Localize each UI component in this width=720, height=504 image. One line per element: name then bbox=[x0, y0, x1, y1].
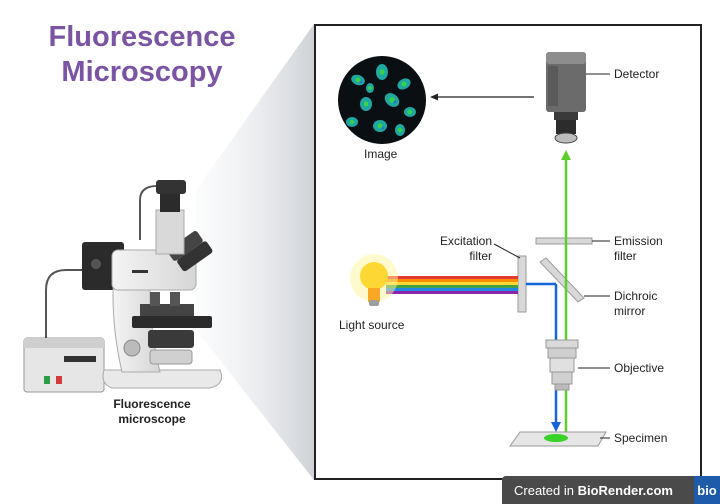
fluorescence-microscope-illustration bbox=[23, 180, 223, 393]
biorender-badge-text: Created in BioRender.com bbox=[502, 483, 694, 498]
biorender-logo-icon: bio bbox=[694, 476, 720, 504]
dichroic-mirror-label-line-2: mirror bbox=[614, 304, 646, 318]
microscope-caption-line-1: Fluorescence bbox=[113, 397, 191, 411]
excitation-filter-label-line-1: Excitation bbox=[439, 234, 492, 248]
badge-brand: BioRender.com bbox=[577, 482, 673, 498]
excitation-filter-label: Excitation filter bbox=[420, 234, 492, 264]
page-title: Fluorescence Microscopy bbox=[12, 20, 272, 90]
excitation-filter bbox=[517, 255, 527, 313]
emission-filter-label-line-1: Emission bbox=[614, 234, 663, 248]
emission-filter-label: Emission filter bbox=[614, 234, 663, 264]
emission-beam bbox=[561, 150, 571, 438]
dichroic-mirror bbox=[539, 257, 585, 303]
emission-filter bbox=[535, 237, 593, 245]
objective-label: Objective bbox=[614, 361, 665, 375]
specimen-slide bbox=[509, 431, 607, 447]
biorender-badge[interactable]: Created in BioRender.com bio bbox=[502, 476, 720, 504]
detector-label: Detector bbox=[614, 67, 660, 81]
light-source-label: Light source bbox=[339, 318, 405, 332]
fluorescence-image bbox=[338, 56, 426, 144]
emission-filter-label-line-2: filter bbox=[614, 249, 637, 263]
image-label: Image bbox=[364, 147, 398, 161]
objective-lens bbox=[545, 339, 579, 391]
title-line-1: Fluorescence bbox=[48, 21, 236, 53]
white-light-beam bbox=[386, 276, 518, 294]
excitation-filter-label-line-2: filter bbox=[469, 249, 492, 263]
title-line-2: Microscopy bbox=[61, 56, 223, 88]
microscope-caption: Fluorescence microscope bbox=[82, 397, 222, 427]
dichroic-mirror-label: Dichroic mirror bbox=[614, 289, 657, 319]
badge-prefix: Created in bbox=[514, 482, 578, 498]
microscope-caption-line-2: microscope bbox=[118, 412, 186, 426]
zoom-cone bbox=[196, 24, 314, 480]
light-bulb bbox=[350, 254, 398, 306]
dichroic-mirror-label-line-1: Dichroic bbox=[614, 289, 658, 303]
detector-camera bbox=[546, 52, 586, 144]
specimen-label: Specimen bbox=[614, 431, 668, 445]
